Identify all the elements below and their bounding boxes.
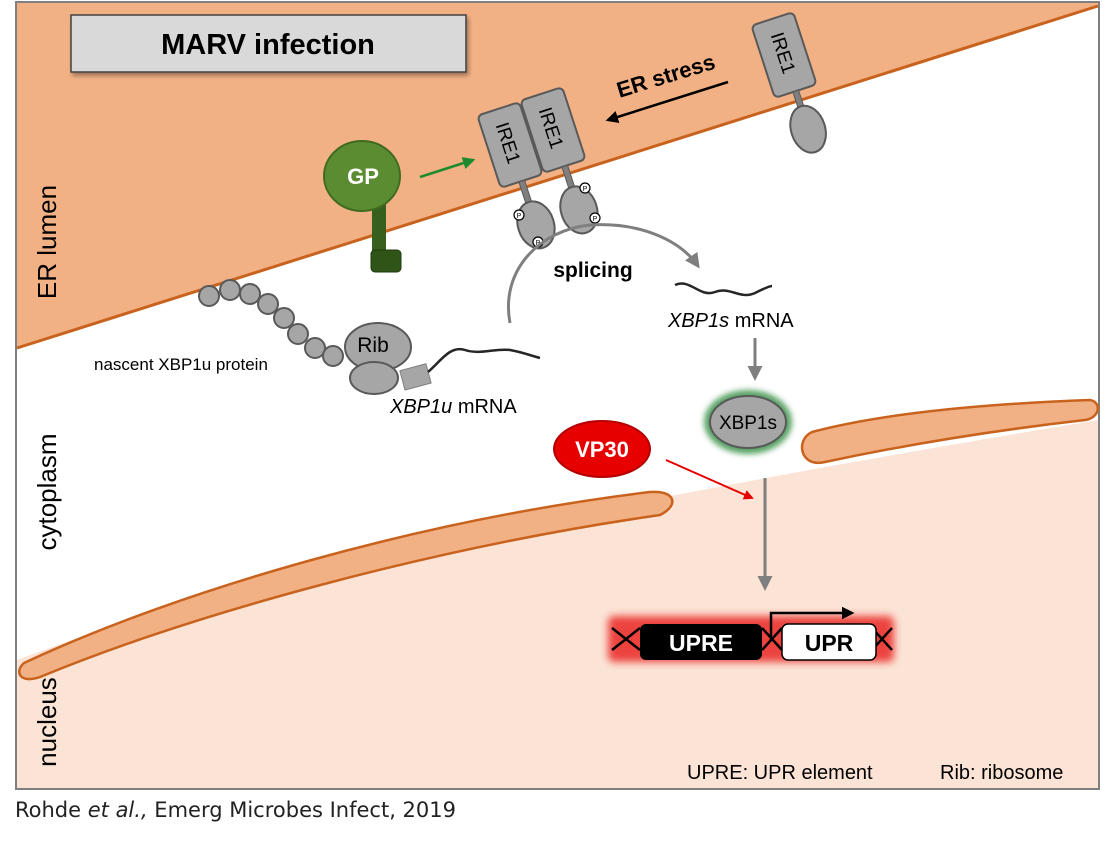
ire1-dimer — [477, 87, 599, 250]
splicing-label: splicing — [553, 259, 632, 282]
phospho-label: P — [536, 240, 541, 247]
xbp1s-protein-label: XBP1s — [719, 413, 777, 434]
vp30-label: VP30 — [575, 437, 629, 462]
label-nucleus: nucleus — [32, 677, 62, 767]
xbp1u-mrna-strand — [427, 347, 541, 373]
rib-label: Rib — [357, 334, 389, 357]
label-er-lumen: ER lumen — [32, 185, 62, 299]
splicing-arc — [507, 223, 700, 324]
xbp1u-mrna-label: XBP1u mRNA — [389, 396, 517, 418]
label-cytoplasm: cytoplasm — [32, 433, 62, 550]
nascent-protein-chain — [198, 279, 344, 367]
phospho-label: P — [583, 186, 588, 193]
er-stress-arrow — [605, 80, 729, 123]
xbp1s-mrna-strand — [674, 282, 773, 297]
gp-label: GP — [347, 164, 379, 189]
ire1-monomer — [751, 12, 827, 154]
gp-protein — [323, 140, 402, 273]
upr-gene — [608, 606, 894, 662]
citation: Rohde et al., Emerg Microbes Infect, 201… — [15, 798, 456, 822]
gp-arrow — [419, 157, 476, 179]
nuclear-envelope-right — [800, 398, 1099, 465]
xbp1s-mrna-label: XBP1s mRNA — [667, 310, 794, 332]
legend-upre: UPRE: UPR element — [687, 762, 873, 784]
nuclear-envelope-left — [18, 490, 674, 681]
nucleus-region — [17, 420, 1098, 788]
vp30-arrow — [665, 459, 754, 500]
nascent-protein-label: nascent XBP1u protein — [94, 355, 268, 374]
phospho-groups — [513, 182, 601, 248]
title: MARV infection — [161, 29, 375, 61]
title-box — [70, 14, 467, 73]
upre-label: UPRE — [669, 630, 733, 656]
er-membrane — [16, 4, 1099, 350]
legend-rib: Rib: ribosome — [940, 762, 1063, 784]
ribosome — [344, 322, 432, 395]
vp30-protein — [553, 420, 651, 478]
phospho-label: P — [517, 213, 522, 220]
phospho-label: P — [593, 216, 598, 223]
xbp1s-protein — [709, 395, 787, 449]
upr-label: UPR — [805, 630, 854, 656]
